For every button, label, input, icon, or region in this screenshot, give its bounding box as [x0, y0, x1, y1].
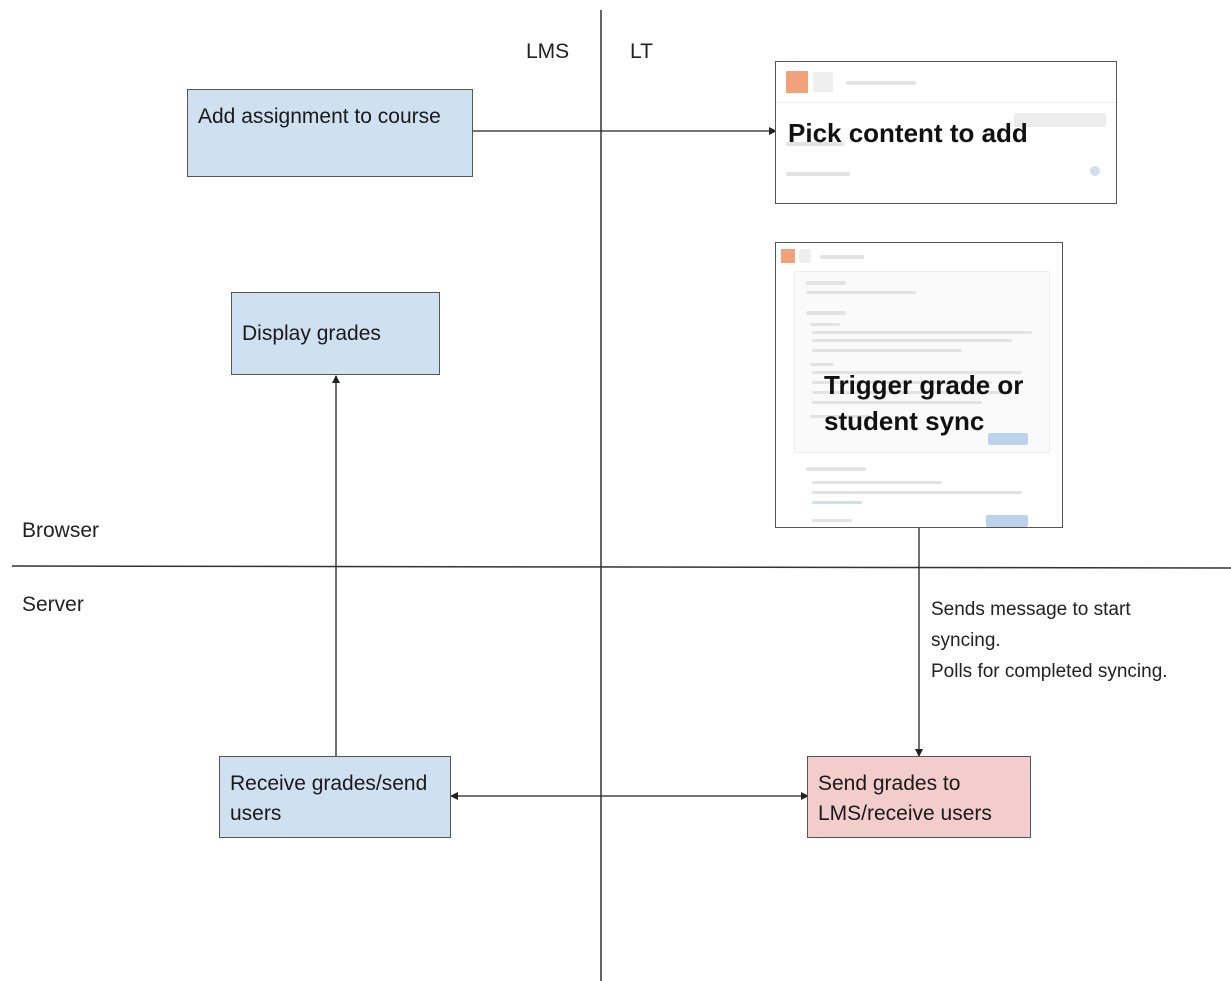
- text-line-placeholder: [812, 391, 1012, 394]
- lt-lane-label: LT: [630, 40, 653, 63]
- search-field-placeholder: [1014, 113, 1106, 127]
- server-zone-label: Server: [22, 593, 84, 616]
- trigger-sync-screenshot: Trigger grade or student sync: [775, 242, 1063, 528]
- display-grades-label: Display grades: [242, 322, 381, 345]
- content-row-placeholder: [786, 172, 850, 176]
- row-info-icon: [1090, 166, 1100, 176]
- pick-content-screenshot: Pick content to add: [775, 61, 1117, 204]
- text-line-placeholder: [812, 501, 862, 504]
- text-line-placeholder: [812, 401, 982, 404]
- send-grades-box: Send grades to LMS/receive users: [807, 756, 1031, 838]
- logo-wordmark-placeholder: [799, 249, 811, 263]
- trigger-sync-caption: Trigger grade or student sync: [824, 367, 1044, 439]
- sync-note-line-2: syncing.: [931, 630, 1001, 651]
- text-line-placeholder: [812, 339, 1012, 342]
- header-title-placeholder: [846, 81, 916, 85]
- text-line-placeholder: [812, 491, 1022, 494]
- section-heading-placeholder: [786, 142, 844, 146]
- content-card-placeholder: [794, 271, 1050, 453]
- sync-note-line-1: Sends message to start: [931, 599, 1131, 620]
- receive-grades-box: Receive grades/send users: [219, 756, 451, 838]
- receive-grades-label: Receive grades/send users: [230, 772, 428, 825]
- text-line-placeholder: [812, 371, 1022, 374]
- text-line-placeholder: [812, 481, 942, 484]
- section-heading-placeholder: [806, 467, 866, 471]
- browser-zone-label: Browser: [22, 519, 100, 542]
- lms-lane-label: LMS: [526, 40, 570, 63]
- app-logo-icon: [781, 249, 795, 263]
- send-grades-label: Send grades to LMS/receive users: [818, 772, 992, 825]
- text-line-placeholder: [812, 381, 992, 384]
- card-title-placeholder: [806, 281, 846, 285]
- logo-wordmark-placeholder: [813, 72, 833, 92]
- text-line-placeholder: [812, 331, 1032, 334]
- card-subtitle-placeholder: [806, 291, 916, 294]
- text-line-placeholder: [810, 363, 834, 366]
- display-grades-box: Display grades: [231, 292, 440, 375]
- text-line-placeholder: [812, 349, 962, 352]
- text-line-placeholder: [810, 323, 840, 326]
- lane-divider-horizontal: [11, 565, 1231, 569]
- trigger-sync-caption-text: Trigger grade or student sync: [824, 370, 1024, 436]
- header-divider: [776, 102, 1116, 103]
- pick-content-caption: Pick content to add: [788, 118, 1028, 148]
- app-logo-icon: [786, 71, 808, 93]
- sync-note-line-3: Polls for completed syncing.: [931, 661, 1168, 682]
- section-heading-placeholder: [806, 311, 846, 315]
- text-line-placeholder: [812, 519, 852, 522]
- sync-note: Sends message to start syncing. Polls fo…: [931, 594, 1168, 687]
- add-assignment-label: Add assignment to course: [198, 105, 441, 128]
- sync-grades-button-placeholder: [986, 515, 1028, 527]
- add-assignment-box: Add assignment to course: [187, 89, 473, 177]
- header-title-placeholder: [820, 255, 864, 259]
- text-line-placeholder: [810, 415, 870, 418]
- sync-students-button-placeholder: [988, 433, 1028, 445]
